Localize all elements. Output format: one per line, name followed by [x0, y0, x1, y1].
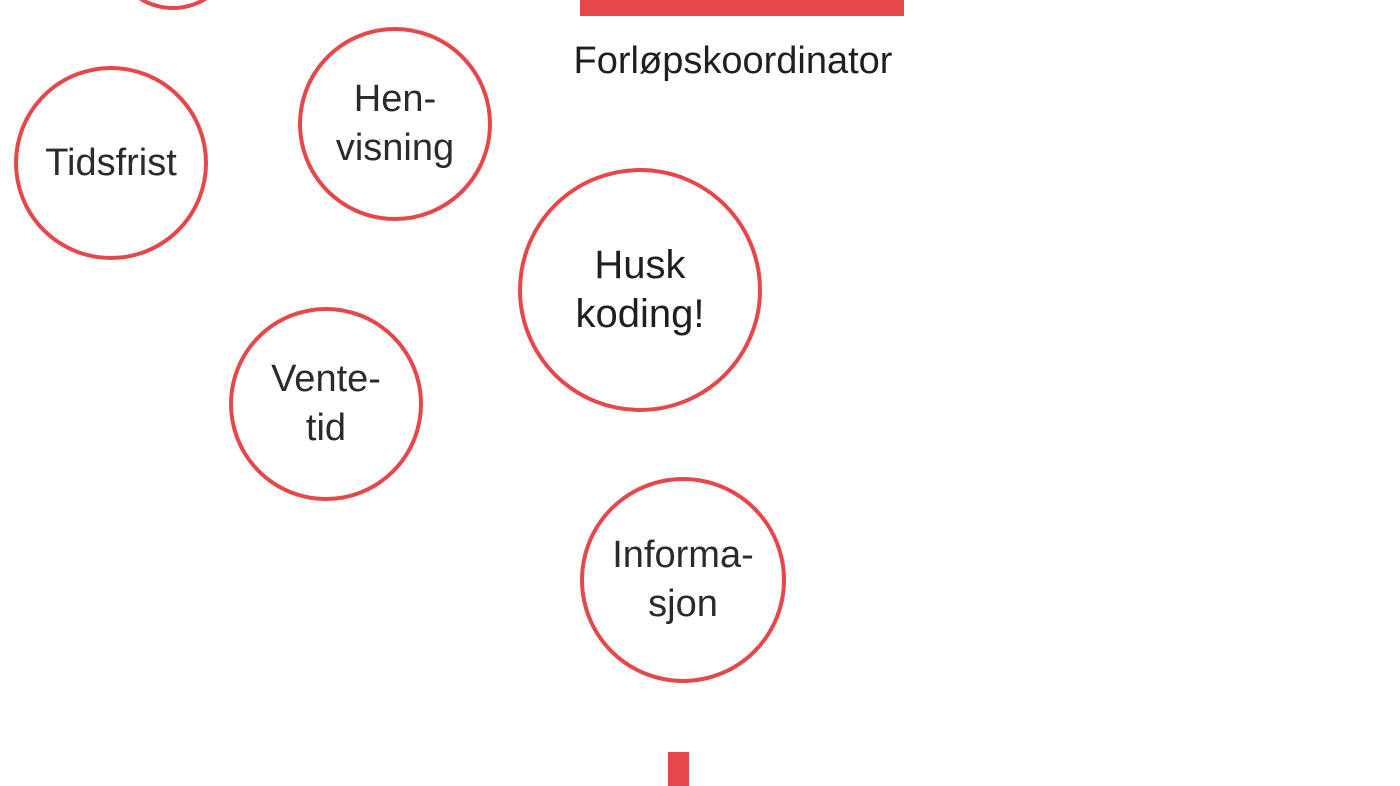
bubble-henvisning-label: Hen- visning — [335, 78, 455, 169]
bubble-husk-koding: Husk koding! — [518, 168, 762, 412]
bubble-ventetid-label: Vente- tid — [271, 358, 381, 449]
coordinator-label: Forløpskoordinator — [573, 40, 893, 82]
bubble-tidsfrist-label: Tidsfrist — [45, 141, 177, 184]
partial-bubble — [118, 0, 228, 10]
bubble-henvisning: Hen- visning — [298, 27, 492, 221]
bubble-husk-koding-label: Husk koding! — [575, 243, 705, 336]
connector-stub — [668, 752, 689, 786]
bubble-informasjon: Informa- sjon — [580, 477, 786, 683]
coordinator-bar — [580, 0, 904, 16]
bubble-tidsfrist: Tidsfrist — [14, 66, 208, 260]
bubble-informasjon-label: Informa- sjon — [612, 534, 754, 625]
bubble-ventetid: Vente- tid — [229, 307, 423, 501]
